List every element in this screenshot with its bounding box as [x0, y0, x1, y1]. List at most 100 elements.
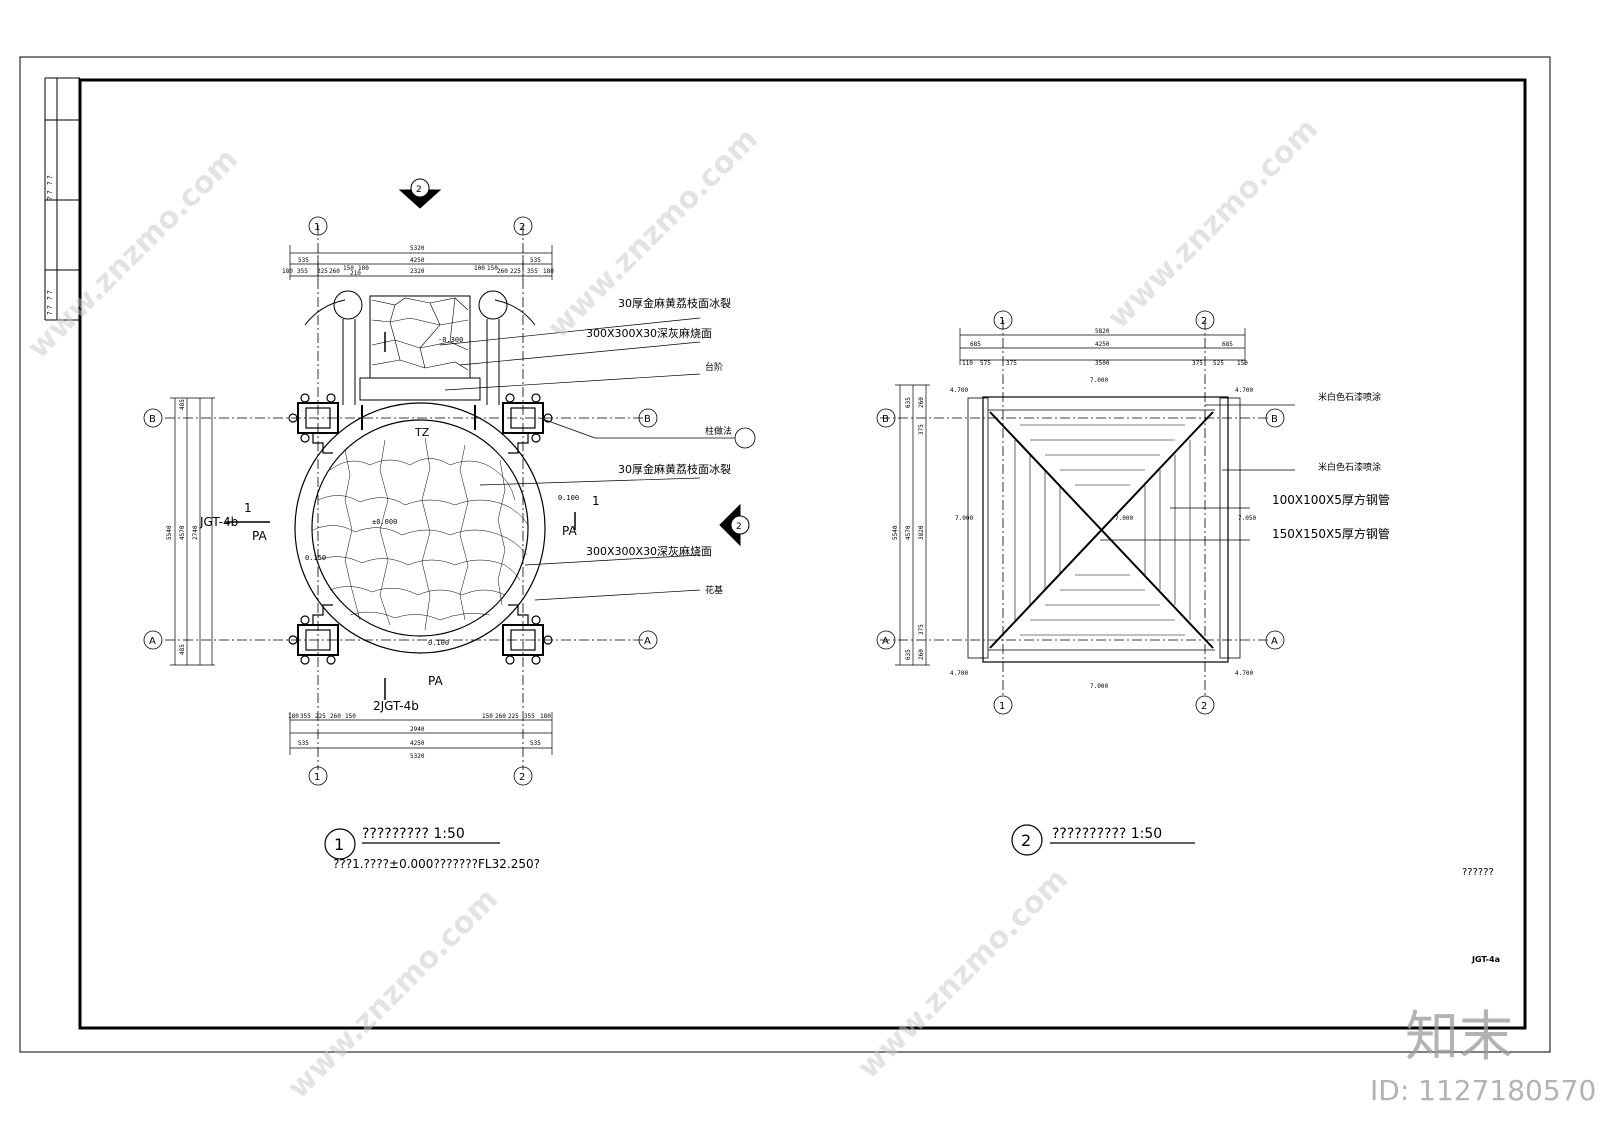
dim-center-bottom: 2940 [410, 726, 425, 733]
dim-bottom-row: 260 [495, 713, 506, 720]
axis-label: 1 [999, 701, 1005, 712]
dim-mid: 4250 [1095, 341, 1110, 348]
material-label: 30厚金麻黄荔枝面冰裂 [618, 296, 731, 310]
level-mark: 7.000 [1090, 377, 1108, 384]
dim-left-inner: 2740 [192, 525, 199, 540]
level-mark: 0.100 [558, 494, 579, 502]
material-label: 150X150X5厚方钢管 [1272, 526, 1390, 541]
dim-row3: 355 [297, 268, 308, 275]
plan-note: ???1.????±0.000???????FL32.250? [333, 857, 540, 871]
dim-left-total: 5540 [892, 525, 899, 540]
dim-total-bottom: 5320 [410, 753, 425, 760]
dim-bottom-row: 225 [315, 713, 326, 720]
plan-2 [876, 310, 1295, 856]
dim-bottom-row: 180 [540, 713, 551, 720]
dim-row3: 3500 [1095, 360, 1110, 367]
dim-bottom-row: 355 [300, 713, 311, 720]
sheet-note: ?????? [1462, 867, 1494, 878]
section-num: 1 [244, 501, 252, 515]
dim-row3: 180 [282, 268, 293, 275]
material-label: 台阶 [705, 361, 723, 373]
dim-side: 685 [1222, 341, 1233, 348]
axis-label: A [644, 636, 651, 647]
level-mark: 7.000 [1090, 683, 1108, 690]
marker-num: 2 [416, 185, 422, 195]
section-ref: JGT-4b [199, 515, 238, 529]
dim-row3: 260 [497, 268, 508, 275]
dim-mid-top: 4250 [410, 257, 425, 264]
axis-label: 2 [519, 772, 525, 783]
material-label: 100X100X5厚方钢管 [1272, 492, 1390, 507]
dim-total-top: 5320 [410, 245, 425, 252]
material-label: 300X300X30深灰麻烧面 [586, 326, 712, 340]
dim-row3: 260 [329, 268, 340, 275]
dim-side-right: 535 [530, 257, 541, 264]
material-label: 30厚金麻黄荔枝面冰裂 [618, 462, 731, 476]
dim-side-bottom: 535 [298, 740, 309, 747]
axis-label: 2 [519, 222, 525, 233]
dim-bottom-row: 225 [508, 713, 519, 720]
level-mark: ±0.000 [372, 518, 397, 526]
material-label: 米白色石漆喷涂 [1318, 461, 1381, 473]
axis-label: 2 [1201, 316, 1207, 327]
level-mark: 4.700 [1235, 387, 1253, 394]
level-mark: 4.700 [950, 670, 968, 677]
dim-row3-center: 2320 [410, 268, 425, 275]
dim-row3: 150 [343, 265, 354, 272]
watermark-text: www.znzmo.com [281, 882, 505, 1106]
section-num: 1 [592, 494, 600, 508]
plan-title: ????????? 1:50 [362, 826, 465, 842]
material-label: 柱做法 [705, 425, 732, 437]
watermark-text: www.znzmo.com [541, 122, 765, 346]
pillar-group [288, 393, 553, 665]
watermark-group: www.znzmo.com www.znzmo.com www.znzmo.co… [21, 112, 1596, 1107]
dim-row3: 110 [962, 360, 973, 367]
plan-2-text: 1 2 1 2 B A B A 5820 4250 685 685 110 57… [882, 316, 1390, 850]
sheet-notes: ?????? JGT-4a [1462, 867, 1500, 964]
plan-1-text: 1 2 1 2 B A B A 5320 4250 535 535 180 35… [149, 185, 742, 871]
marker-num: 2 [736, 522, 742, 532]
title-block-text: ? ? ? ? ? ? ? ? [46, 175, 54, 315]
title-circle-num: 1 [334, 835, 344, 854]
axis-label: 1 [314, 772, 320, 783]
dim-row3: 375 [1192, 360, 1203, 367]
dim-left-small: 635 [905, 397, 912, 408]
dim-left-bot: 485 [179, 644, 186, 655]
level-mark: 0.100 [428, 639, 449, 647]
title-block-cell: ? ? [46, 290, 54, 300]
dim-left-mid: 4570 [179, 525, 186, 540]
dim-row3: 150 [487, 265, 498, 272]
dim-row3: 210 [350, 270, 361, 277]
section-ref: 2JGT-4b [373, 699, 419, 713]
axis-label: B [1271, 414, 1278, 425]
title-block-cell: ? ? [46, 175, 54, 185]
dim-side-bottom: 535 [530, 740, 541, 747]
watermark-brand: 知末 [1405, 1005, 1513, 1068]
level-mark: 7.000 [955, 515, 973, 522]
section-pa: PA [428, 674, 443, 688]
axis-label: B [882, 414, 889, 425]
dim-bottom-row: 180 [288, 713, 299, 720]
level-mark: -0.300 [438, 336, 463, 344]
dim-left-mid: 4570 [905, 525, 912, 540]
sheet-frame [19, 56, 1551, 1053]
level-mark: 0.150 [305, 554, 326, 562]
material-label: 花基 [705, 584, 723, 596]
drawing-number: JGT-4a [1471, 955, 1500, 964]
axis-label: A [882, 636, 889, 647]
dim-row3: 100 [474, 265, 485, 272]
axis-label: B [149, 414, 156, 425]
material-label: 米白色石漆喷涂 [1318, 391, 1381, 403]
dim-mid-bottom: 4250 [410, 740, 425, 747]
axis-label: A [1271, 636, 1278, 647]
dim-left-top: 485 [179, 399, 186, 410]
axis-label: 1 [314, 222, 320, 233]
title-circle-num: 2 [1021, 831, 1031, 850]
dim-bottom-row: 260 [330, 713, 341, 720]
watermark-id: ID: 1127180570 [1370, 1074, 1596, 1107]
dim-left-small: 260 [918, 649, 925, 660]
dim-side: 685 [970, 341, 981, 348]
dim-row3: 225 [510, 268, 521, 275]
dim-left-small: 635 [905, 649, 912, 660]
